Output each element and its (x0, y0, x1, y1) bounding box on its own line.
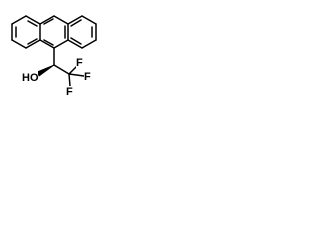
fluorine-bottom-label-bg (66, 86, 74, 97)
left-benzene-ring (11, 15, 41, 49)
cf-bond-bottom (68, 73, 71, 87)
stereo-wedge-bond (36, 64, 55, 77)
fluorine-bottom-label: F (66, 86, 73, 98)
bond (11, 39, 27, 49)
hydroxyl-label-bg (22, 71, 38, 83)
double-bond-inner (43, 18, 54, 25)
double-bond-inner (70, 19, 82, 27)
right-benzene-ring (67, 15, 97, 49)
hydroxyl-label: HO (22, 72, 39, 84)
double-bond-inner (27, 38, 38, 45)
fluorine-top-label-bg (76, 57, 84, 68)
double-bond-inner (27, 20, 38, 27)
bond (81, 39, 97, 49)
bond (25, 15, 41, 25)
bond (39, 15, 55, 25)
bond (53, 15, 69, 25)
fluorine-right-label: F (84, 71, 91, 83)
bond (11, 15, 27, 25)
cf-bond-right (68, 73, 85, 77)
bond (81, 15, 97, 25)
trifluoroethanol-substituent (36, 47, 85, 87)
structure-diagram: HO F F F (11, 15, 97, 98)
bond (53, 39, 69, 49)
bond (39, 39, 55, 49)
bond (67, 15, 83, 25)
cf-bond-top (68, 65, 78, 75)
double-bond-inner (43, 39, 54, 46)
atom-labels: HO F F F (22, 57, 92, 98)
fluorine-right-label-bg (84, 71, 92, 82)
middle-benzene-ring (39, 15, 69, 49)
fluorine-top-label: F (76, 57, 83, 69)
bond (67, 39, 83, 49)
bond (25, 39, 41, 49)
double-bond-inner (70, 37, 82, 45)
carbinol-to-cf3-bond (53, 64, 70, 75)
